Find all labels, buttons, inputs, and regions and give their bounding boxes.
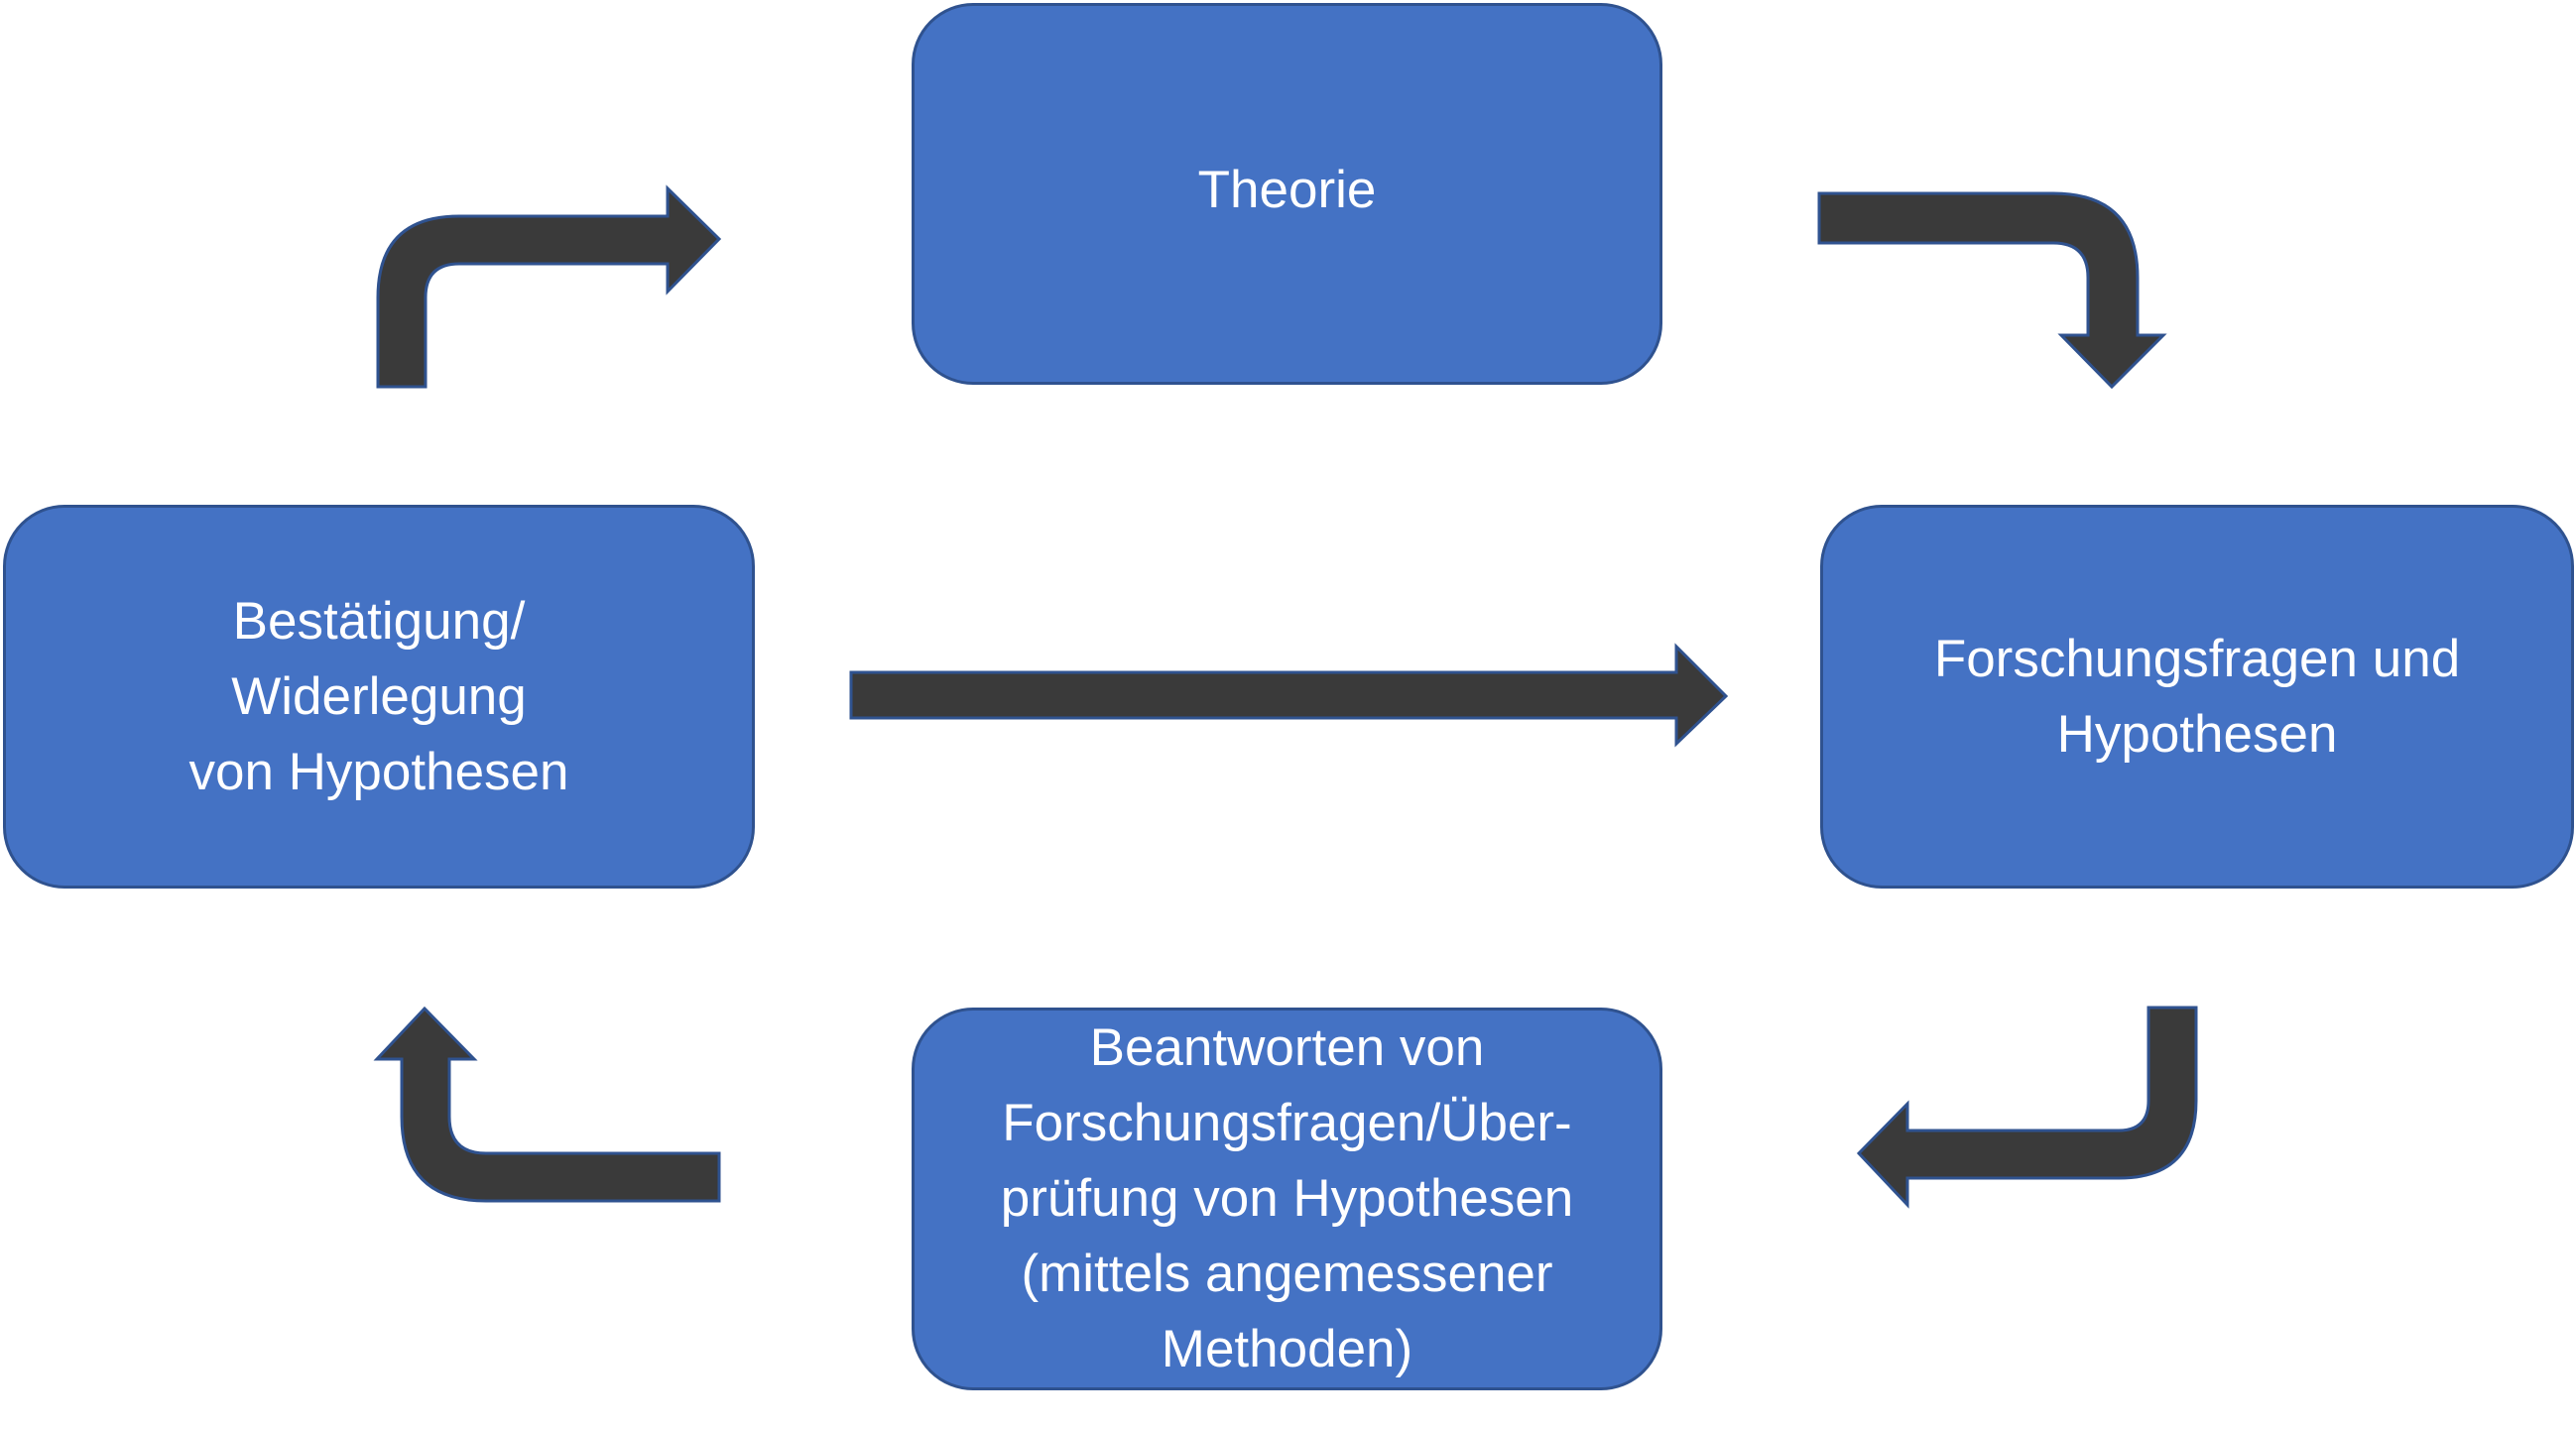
arrow-bestaetigung-to-forschung [849, 643, 1729, 748]
arrow-theorie-to-forschung [1817, 191, 2167, 390]
arrow-forschung-to-beantworten [1856, 1006, 2198, 1209]
node-bestaetigung-label: Bestätigung/ Widerlegung von Hypothesen [188, 591, 569, 801]
arrow-beantworten-to-bestaetigung [373, 1006, 721, 1203]
node-beantworten-label: Beantworten von Forschungsfragen/Über- p… [1000, 1018, 1574, 1378]
node-theorie: Theorie [912, 3, 1662, 385]
arrow-bestaetigung-to-theorie [376, 184, 722, 389]
node-forschungsfragen-label: Forschungsfragen und Hypothesen [1933, 629, 2461, 764]
node-forschungsfragen: Forschungsfragen und Hypothesen [1820, 505, 2574, 889]
node-beantworten: Beantworten von Forschungsfragen/Über- p… [912, 1008, 1662, 1390]
node-bestaetigung: Bestätigung/ Widerlegung von Hypothesen [3, 505, 755, 889]
node-theorie-label: Theorie [1197, 160, 1377, 219]
